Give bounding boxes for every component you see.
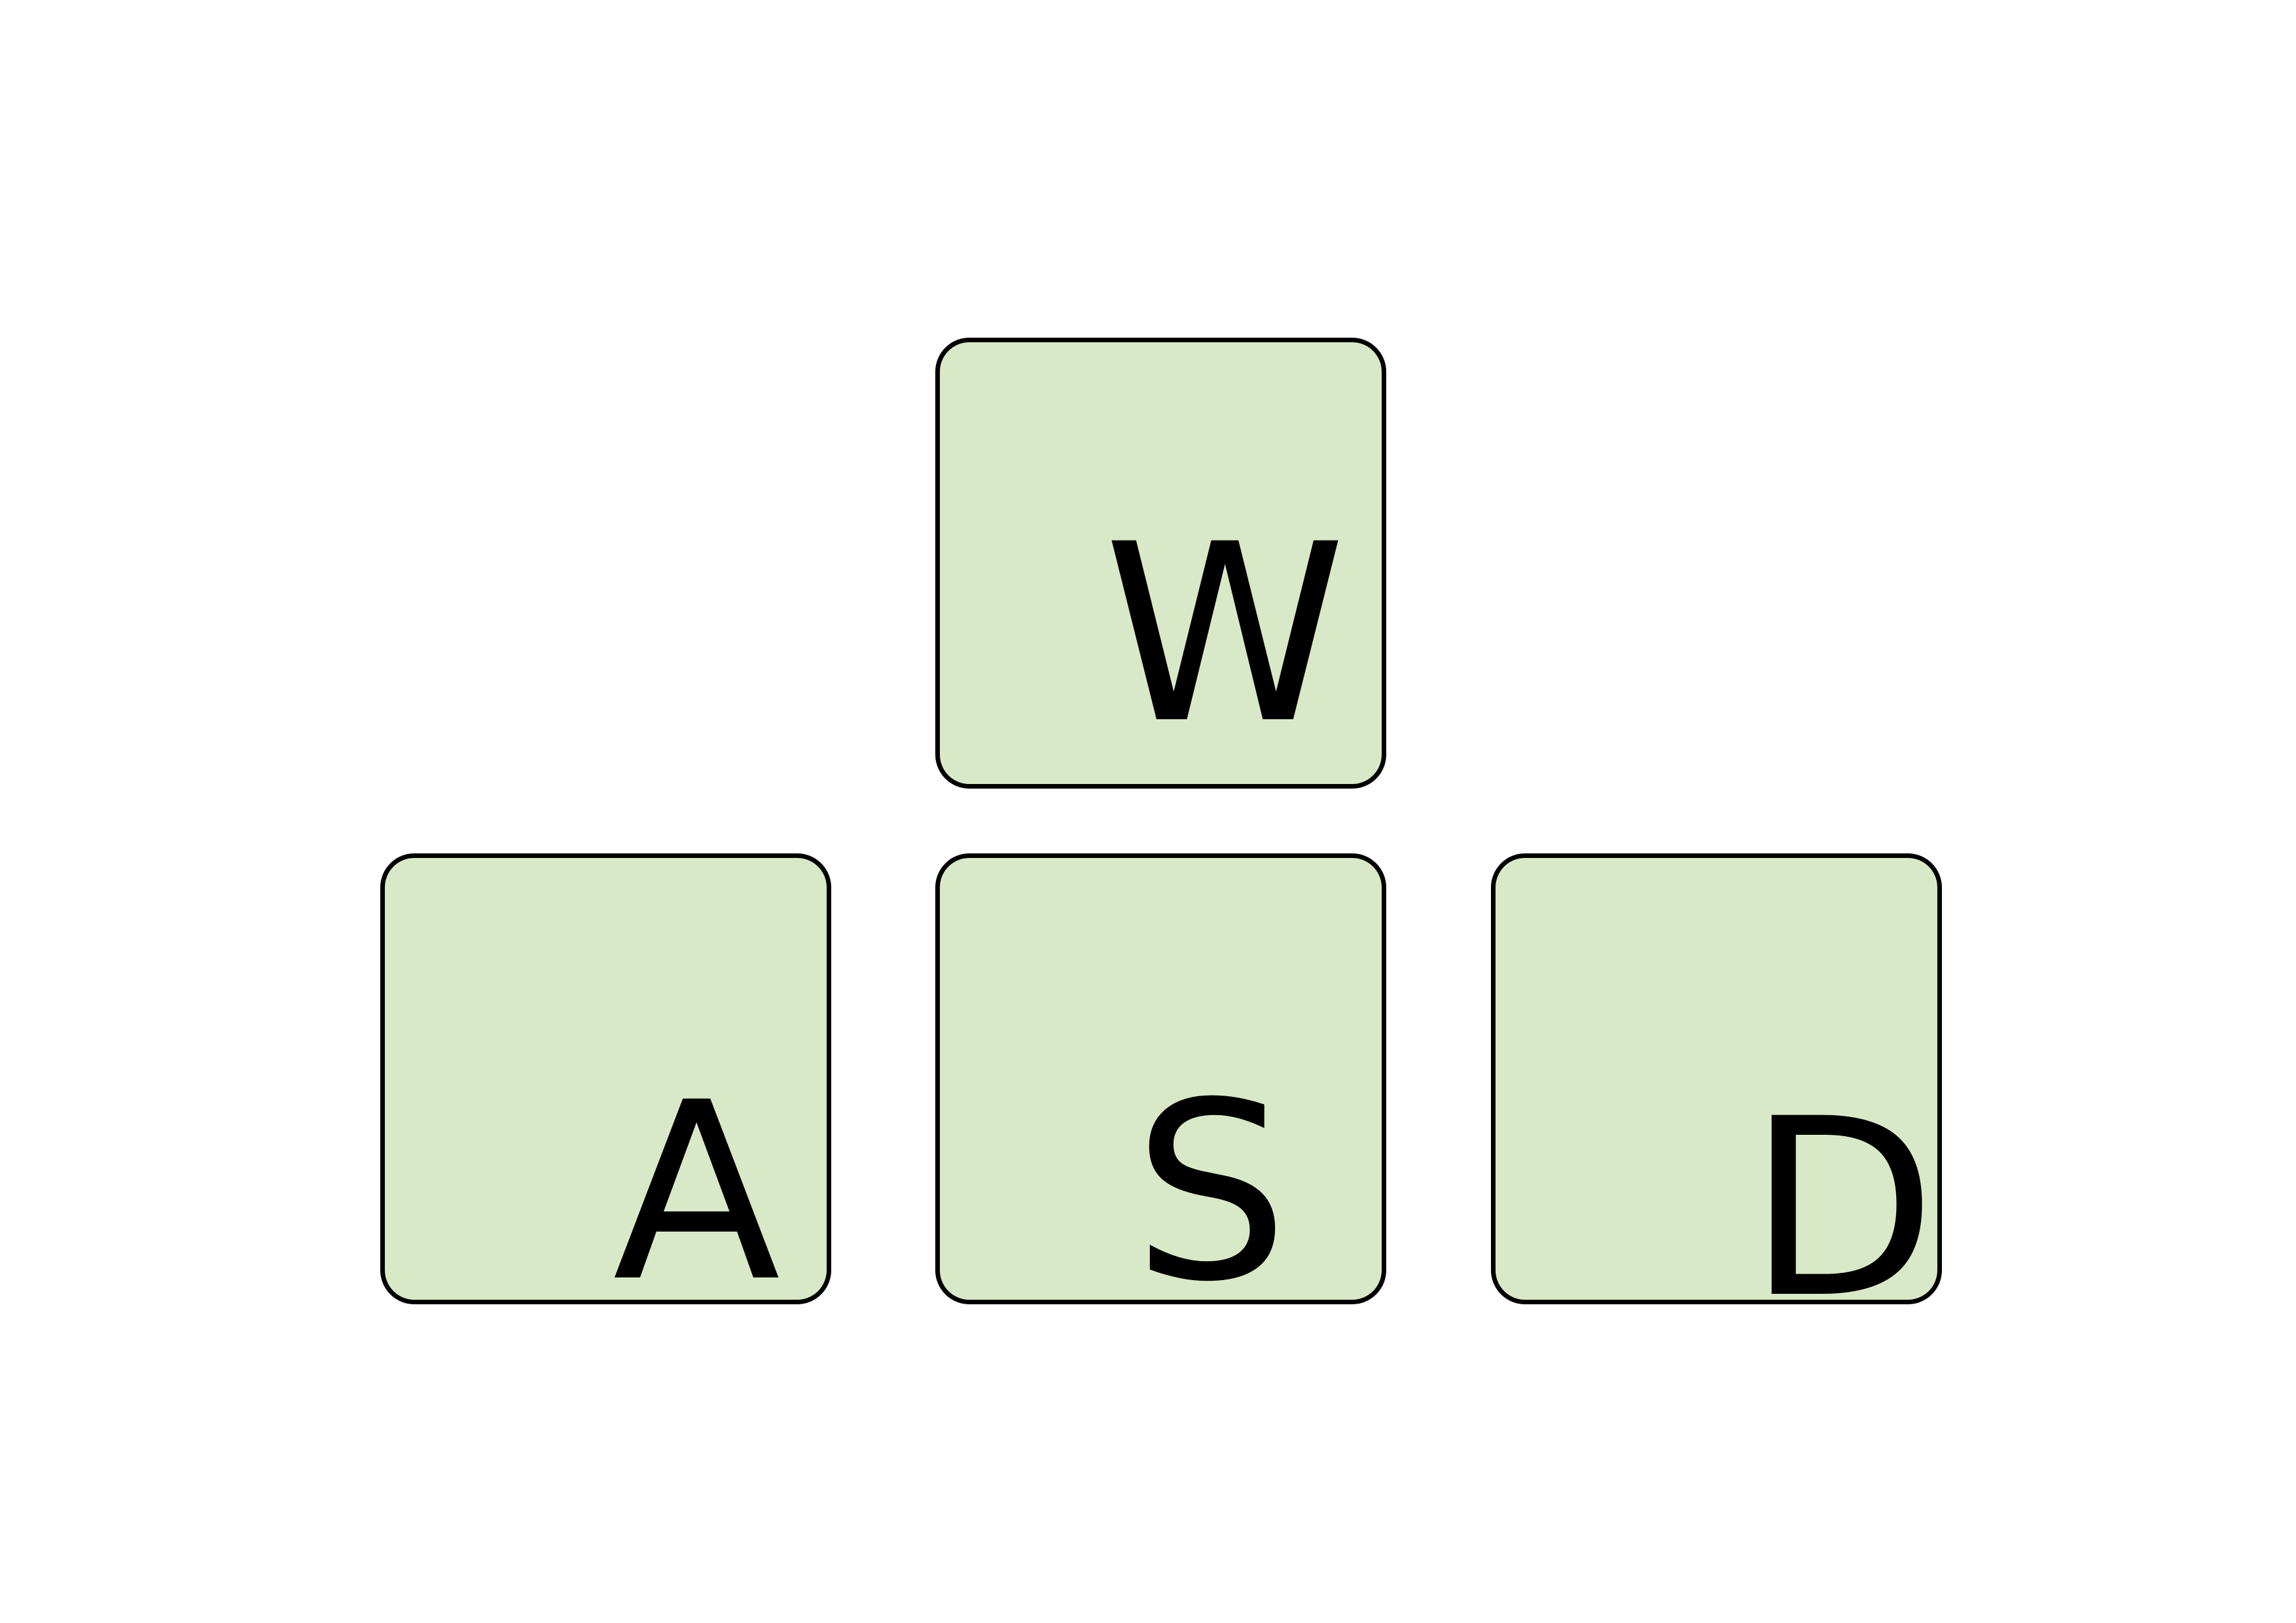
key-s[interactable]: S <box>935 853 1386 1316</box>
key-s-label: S <box>1133 1050 1289 1336</box>
key-a-label: A <box>613 1050 781 1336</box>
key-w-label: W <box>1103 492 1346 777</box>
key-a[interactable]: A <box>380 853 831 1316</box>
key-w[interactable]: W <box>935 338 1386 789</box>
key-d[interactable]: D <box>1491 853 1942 1332</box>
key-d-label: D <box>1748 1067 1937 1352</box>
